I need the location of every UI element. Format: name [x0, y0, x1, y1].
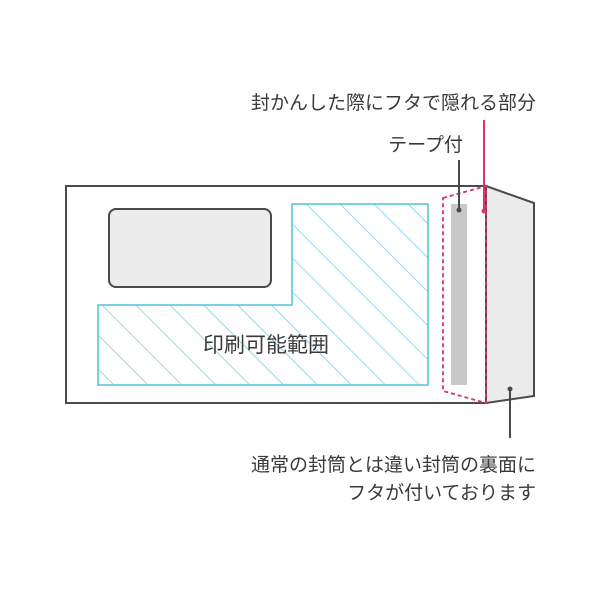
note-line-2: フタが付いております	[347, 482, 536, 504]
flap-leader-dot	[507, 386, 513, 392]
address-window	[108, 208, 272, 288]
hidden-part-leader-dot	[481, 208, 487, 214]
hidden-part-label: 封かんした際にフタで隠れる部分	[251, 92, 536, 114]
note-line-1: 通常の封筒とは違い封筒の裏面に	[251, 454, 536, 476]
print-area	[97, 203, 429, 386]
envelope-flap	[485, 184, 535, 405]
hidden-area-outline	[442, 184, 487, 405]
print-area-label: 印刷可能範囲	[203, 333, 329, 357]
tape-leader-dot	[456, 207, 462, 213]
tape-label: テープ付	[388, 134, 463, 156]
tape-strip	[451, 204, 467, 385]
